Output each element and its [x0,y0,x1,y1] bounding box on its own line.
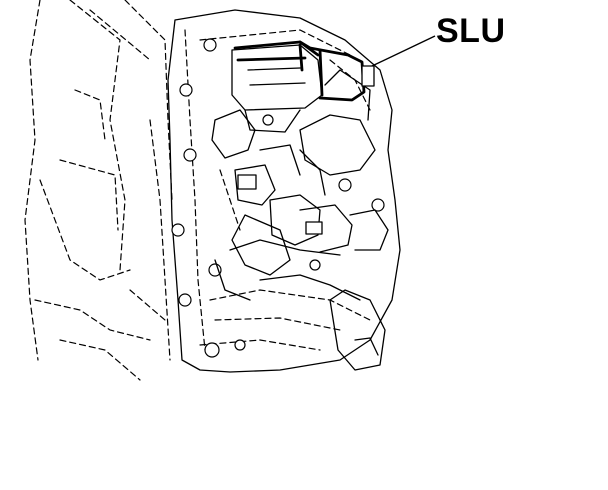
valve-body-details [211,59,389,371]
callout-leader-line [371,35,436,67]
transmission-case [24,0,173,381]
slu-callout-label: SLU [436,12,506,50]
mounting-bolts [171,38,385,358]
slu-solenoid [231,40,375,133]
